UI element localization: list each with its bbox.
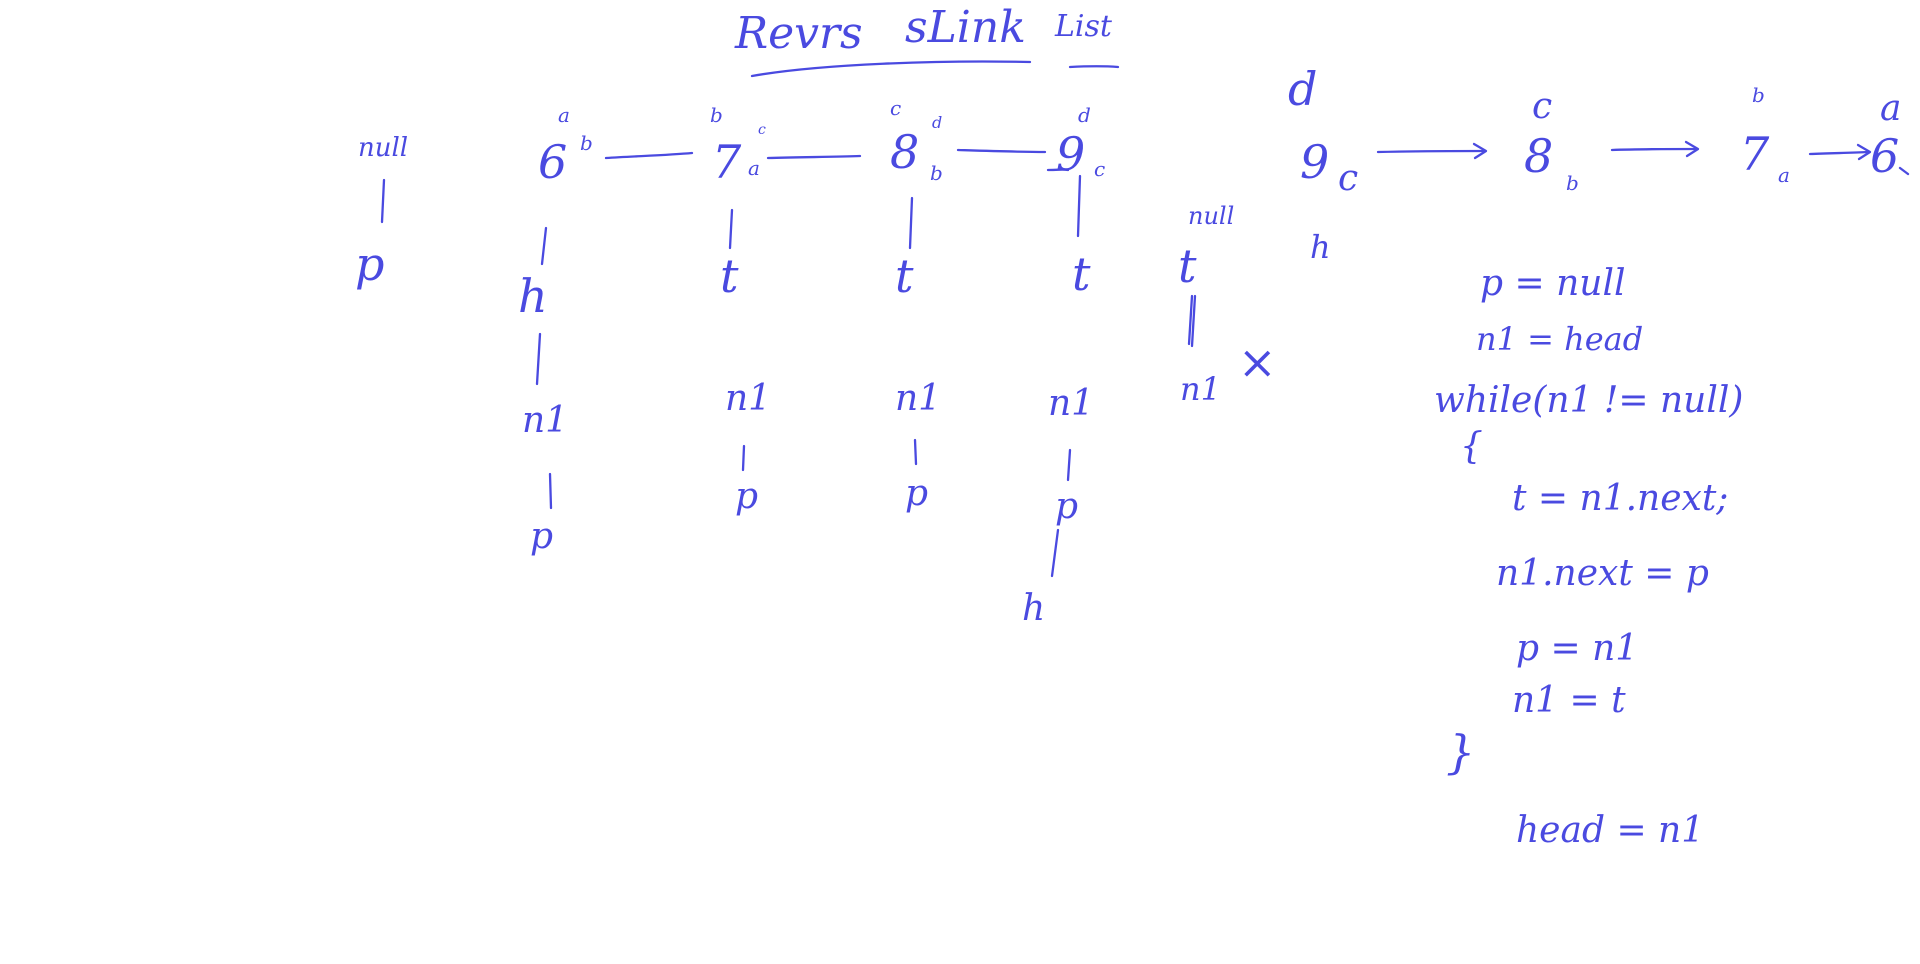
rev-node-6-value: 6 [1870,129,1899,183]
col4-p: p [1055,486,1078,527]
col4-h: h [1022,588,1045,629]
link-6-7 [604,151,694,160]
end-t-label: t [1178,239,1197,293]
col3-t: t [895,249,914,303]
col1-bar-2 [535,332,542,386]
code-line-2: n1 = head [1476,320,1643,358]
code-block: p = null n1 = head while(n1 != null) { t… [1434,263,1743,851]
node-7-link: c [758,122,766,138]
rev-node-7-link: a [1778,163,1790,187]
code-line-10: head = n1 [1516,810,1704,851]
null-label: null [358,133,408,163]
rev-node-6-name: a [1880,88,1901,129]
rev-node-6-tail [1898,166,1910,176]
col4-t: t [1072,247,1091,301]
code-line-3: while(n1 != null) [1434,380,1743,421]
code-line-4: { [1460,426,1483,467]
title: Revrs sLink List [734,2,1120,78]
rev-arrow-7-6-head [1856,143,1872,161]
title-underline-2 [1068,65,1120,69]
col2-t: t [720,249,739,303]
col1-bar-1 [540,226,548,266]
null-connector [380,178,386,224]
col3-p: p [905,473,928,514]
node-8-name: c [890,96,901,120]
rev-arrow-8-7-head [1684,140,1700,158]
rev-node-8-value: 8 [1524,129,1553,183]
link-8-9 [956,148,1047,154]
rev-node-9-value: 9 [1300,135,1329,189]
col1-p: p [530,516,553,557]
rev-head-label: h [1310,228,1331,266]
col2-bar-2 [741,444,746,472]
p-label: p [355,237,384,291]
col2-p: p [735,476,758,517]
node-6-link: b [580,131,593,155]
rev-arrow-7-6 [1808,150,1870,156]
rev-node-7-value: 7 [1740,127,1770,181]
code-line-7: p = n1 [1516,628,1638,669]
node-8-value: 8 [890,125,919,179]
title-word-list: List [1054,9,1113,44]
end-n1-label: n1 [1180,370,1221,408]
reversed-list: d 9 c h c 8 b b 7 a a 6 [1288,62,1910,266]
node-7-name: b [710,103,723,127]
col1-bar-3 [548,472,553,510]
node-9-link-after: c [1094,157,1105,181]
rev-node-7-name: b [1752,83,1765,107]
title-underline-1 [750,60,1032,78]
col3-n1: n1 [895,378,941,419]
col2-bar-1 [728,208,734,250]
col4-n1: n1 [1048,383,1094,424]
node-8-link-after: b [930,161,943,185]
col3-bar-1 [908,196,914,250]
col3-bar-2 [913,438,918,466]
node-7-value: 7 [712,135,742,189]
node-7-link-after: a [748,156,760,180]
rev-arrow-8-7 [1610,147,1698,152]
node-9-value: 9 [1056,127,1085,181]
rev-node-8-link: b [1566,171,1579,195]
node-8-link: d [932,113,942,132]
col1-h: h [518,269,548,323]
code-line-9: } [1446,725,1475,779]
col4-bar-3 [1050,528,1060,578]
original-list: null p a 6 b b 7 c a c 8 d b d 9 c h n1 … [355,96,1105,629]
end-cross: × [1238,335,1277,389]
rev-node-9-name: d [1288,62,1317,116]
code-line-1: p = null [1480,263,1626,304]
code-line-5: t = n1.next; [1512,478,1728,519]
rev-node-9-link: c [1338,158,1358,199]
rev-node-8-name: c [1532,86,1552,127]
title-word-slink: sLink [905,2,1026,53]
col4-bar-1 [1076,174,1082,238]
code-line-8: n1 = t [1512,680,1626,721]
rev-arrow-9-8 [1376,149,1486,154]
col2-n1: n1 [725,378,771,419]
end-null-label: null [1188,202,1234,230]
code-line-6: n1.next = p [1496,553,1709,594]
title-word-revrs: Revrs [734,8,863,59]
col4-bar-2 [1066,448,1072,482]
col1-n1: n1 [522,400,568,441]
end-state: null t n1 × [1178,202,1277,408]
link-7-8 [766,154,862,160]
end-t-bar [1187,294,1197,348]
node-9-name: d [1078,103,1091,127]
node-6-value: 6 [538,135,567,189]
rev-arrow-9-8-head [1472,142,1488,160]
node-6-name: a [558,103,570,127]
